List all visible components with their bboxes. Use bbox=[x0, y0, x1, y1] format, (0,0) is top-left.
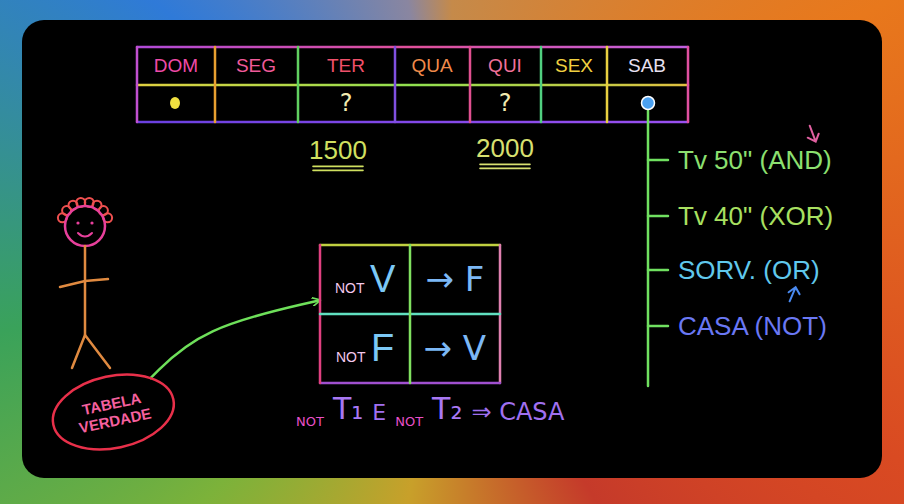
day-header: SAB bbox=[628, 56, 666, 77]
eye bbox=[90, 221, 93, 224]
grid-line bbox=[687, 47, 690, 122]
day-header: DOM bbox=[154, 56, 198, 77]
day-table-grid bbox=[137, 47, 688, 122]
branch-label: Tv 50" (AND) bbox=[678, 146, 832, 175]
result: ⇒ CASA bbox=[471, 399, 564, 425]
branch-tree bbox=[648, 109, 668, 386]
day-dot bbox=[170, 97, 180, 109]
stick-figure bbox=[58, 198, 112, 368]
term: T₂ bbox=[432, 392, 462, 425]
tree-tick bbox=[648, 269, 668, 272]
grid-line bbox=[136, 47, 139, 122]
day-header: SEX bbox=[555, 56, 593, 77]
double-underline bbox=[313, 165, 363, 167]
grid-line bbox=[606, 47, 609, 122]
operator: NOT bbox=[336, 350, 366, 365]
formula-row: NOTT₁ENOTT₂⇒ CASA bbox=[296, 392, 564, 425]
day-header: TER bbox=[327, 56, 365, 77]
operator: E bbox=[372, 401, 386, 425]
truth-result: → F bbox=[426, 261, 485, 298]
body bbox=[84, 246, 87, 335]
amount: 2000 bbox=[476, 134, 534, 163]
tree-tick bbox=[648, 325, 668, 328]
day-header: QUA bbox=[411, 56, 452, 77]
amount: 1500 bbox=[309, 136, 367, 165]
legs bbox=[72, 335, 110, 368]
grid-line bbox=[137, 46, 688, 49]
grid-line bbox=[214, 47, 217, 122]
smile bbox=[78, 233, 92, 237]
unknown-mark: ? bbox=[340, 90, 353, 116]
grid-line bbox=[540, 47, 543, 122]
tree-tick bbox=[648, 159, 668, 162]
oval-text: TABELA VERDADE bbox=[69, 386, 158, 437]
double-underline bbox=[480, 163, 530, 165]
grid-line bbox=[469, 47, 472, 122]
branch-label: SORV. (OR) bbox=[678, 256, 820, 285]
day-header: QUI bbox=[488, 56, 522, 77]
operator: NOT bbox=[296, 415, 324, 429]
truth-value: F bbox=[371, 328, 394, 370]
tree-trunk bbox=[647, 109, 650, 386]
operator: NOT bbox=[395, 415, 423, 429]
truth-table: NOT V → F NOT F → V bbox=[320, 245, 500, 383]
table-line bbox=[409, 245, 412, 383]
eye bbox=[76, 221, 79, 224]
branch-label: Tv 40" (XOR) bbox=[678, 202, 833, 231]
tree-tick bbox=[648, 215, 668, 218]
curved-arrow bbox=[151, 300, 320, 378]
pointer-arrow bbox=[808, 126, 819, 142]
operator: NOT bbox=[335, 281, 365, 296]
grid-line bbox=[137, 84, 688, 87]
truth-value: V bbox=[370, 259, 395, 301]
branch-label: CASA (NOT) bbox=[678, 312, 827, 341]
pointer-arrow bbox=[789, 287, 800, 301]
term: T₁ bbox=[333, 392, 363, 425]
unknown-mark: ? bbox=[499, 90, 512, 116]
grid-line bbox=[137, 121, 688, 124]
grid-line bbox=[297, 47, 300, 122]
day-header: SEG bbox=[236, 56, 276, 77]
grid-line bbox=[394, 47, 397, 122]
arms bbox=[60, 279, 108, 287]
double-underline bbox=[480, 167, 530, 169]
day-dot bbox=[642, 97, 655, 110]
oval-shape bbox=[46, 364, 181, 460]
double-underline bbox=[313, 169, 363, 171]
head bbox=[65, 206, 105, 246]
truth-result: → V bbox=[424, 330, 487, 367]
